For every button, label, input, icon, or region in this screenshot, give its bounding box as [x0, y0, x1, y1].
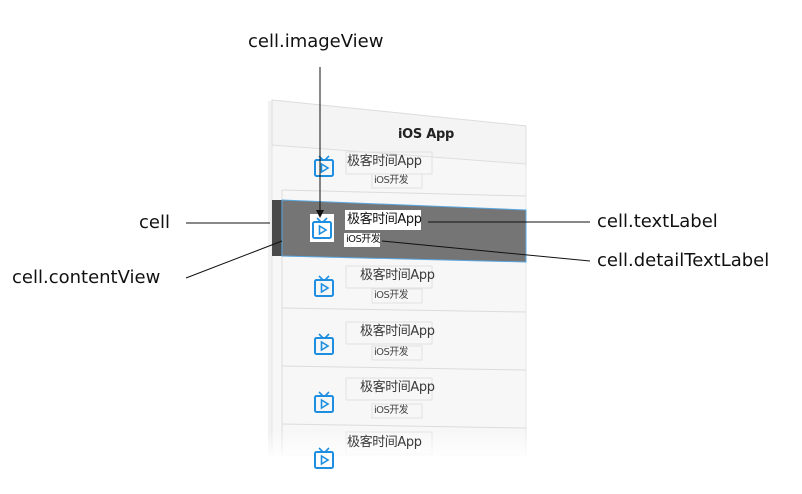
cell-detail-label: iOS开发: [374, 347, 409, 358]
callout-cell: cell: [139, 212, 170, 233]
nav-title: iOS App: [398, 127, 454, 142]
cell-detail-label: iOS开发: [374, 290, 409, 301]
tv-play-icon: [314, 391, 334, 413]
tv-play-icon: [314, 155, 334, 177]
cell-detail-label: iOS开发: [374, 405, 409, 416]
callout-text-label: cell.textLabel: [597, 211, 718, 232]
callout-detail-text-label: cell.detailTextLabel: [597, 250, 770, 271]
cell-text-label: 极客时间App: [347, 154, 422, 169]
cell-text-label: 极客时间App: [360, 268, 435, 283]
tv-play-icon: [314, 447, 334, 469]
cell-detail-label: iOS开发: [346, 234, 381, 245]
cell-text-label: 极客时间App: [360, 380, 435, 395]
callout-content-view: cell.contentView: [12, 267, 161, 288]
navigation-bar: [271, 99, 527, 165]
tv-play-icon: [312, 217, 332, 239]
cell-text-label: 极客时间App: [347, 212, 422, 227]
cell-detail-label: iOS开发: [374, 175, 409, 186]
tv-play-icon: [314, 275, 334, 297]
cell-text-label: 极客时间App: [360, 324, 435, 339]
tv-play-icon: [314, 333, 334, 355]
callout-image-view: cell.imageView: [248, 31, 384, 52]
cell-text-label: 极客时间App: [347, 435, 422, 450]
